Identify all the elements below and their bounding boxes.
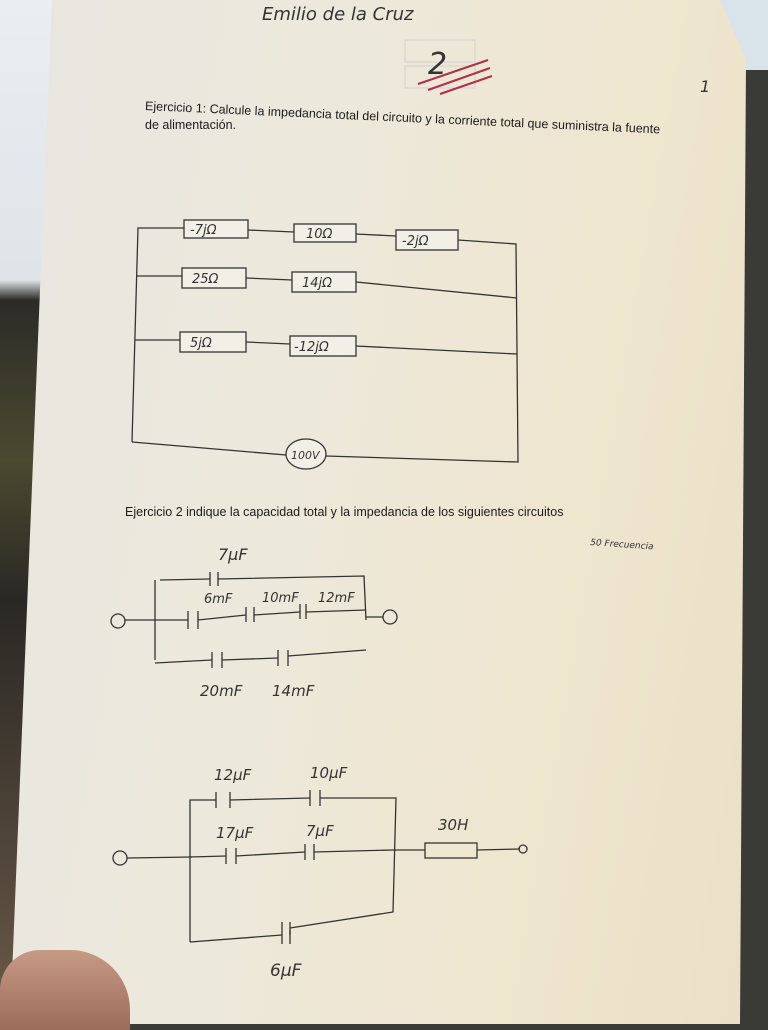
student-name: Emilio de la Cruz	[262, 4, 414, 25]
capacitor-label: 17µF	[216, 824, 254, 842]
page-number: 1	[700, 77, 710, 96]
margin-note: 50 Frecuencia	[590, 538, 654, 552]
exercise1-prompt-cont: de alimentación.	[145, 118, 236, 132]
impedance-label: 14jΩ	[302, 276, 332, 291]
capacitor-label: 6µF	[270, 961, 302, 981]
circuit1-wires	[131, 227, 519, 463]
resistance-label: 25Ω	[192, 272, 219, 287]
voltage-source-label: 100V	[291, 449, 321, 462]
capacitor-label: 12µF	[214, 766, 252, 784]
impedance-label: -2jΩ	[402, 234, 429, 249]
capacitor-label: 20mF	[200, 682, 243, 700]
resistance-label: 10Ω	[306, 227, 333, 242]
capacitor-label: 7µF	[218, 545, 248, 564]
capacitor-label: 6mF	[204, 592, 233, 607]
thumb	[0, 950, 130, 1030]
circuit2b-wires	[112, 790, 528, 944]
capacitor-label: 7µF	[306, 822, 334, 840]
impedance-label: -7jΩ	[190, 223, 217, 238]
capacitor-label: 12mF	[318, 591, 355, 606]
capacitor-label: 10µF	[310, 764, 348, 782]
capacitor-label: 10mF	[262, 591, 299, 606]
inductor-label: 30H	[438, 816, 468, 834]
grade-strokes	[417, 59, 493, 95]
impedance-label: 5jΩ	[190, 336, 212, 351]
grade-box	[404, 39, 476, 63]
impedance-label: -12jΩ	[294, 340, 329, 355]
circuit2a-wires	[110, 572, 398, 668]
grade-mark: 2	[428, 47, 447, 82]
exercise2-prompt: Ejercicio 2 indique la capacidad total y…	[125, 505, 563, 519]
note-box	[404, 65, 476, 89]
capacitor-label: 14mF	[272, 682, 315, 700]
